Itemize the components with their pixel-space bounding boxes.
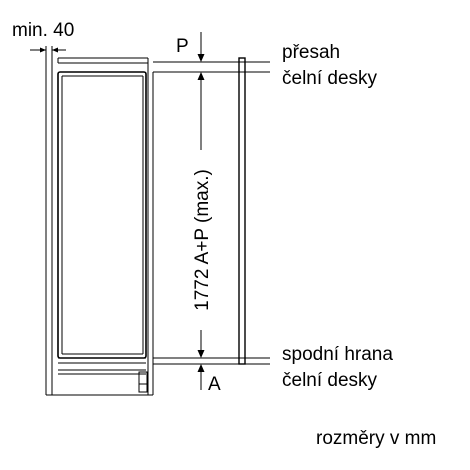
overlap-letter: P (176, 36, 189, 57)
appliance-body (57, 71, 147, 359)
bottom-letter: A (208, 374, 221, 395)
min-gap-dimension (30, 46, 66, 58)
bottom-arrow (197, 364, 205, 390)
front-panel (238, 57, 246, 365)
plinth-area (58, 357, 148, 393)
bottom-reference-lines (153, 357, 270, 365)
top-reference-lines (153, 61, 270, 73)
min-gap-label: min. 40 (12, 20, 74, 41)
overlap-arrow (197, 32, 205, 62)
overlap-text-line-2: čelní desky (282, 68, 378, 89)
height-dimension-line (197, 72, 205, 358)
overlap-text-line-1: přesah (282, 42, 340, 63)
height-dimension-label: 1772 A+P (max.) (192, 169, 213, 311)
cabinet-outline (45, 52, 154, 396)
units-note: rozměry v mm (316, 428, 436, 449)
bottom-edge-text-line-1: spodní hrana (282, 344, 393, 365)
bottom-edge-text-line-2: čelní desky (282, 370, 378, 391)
